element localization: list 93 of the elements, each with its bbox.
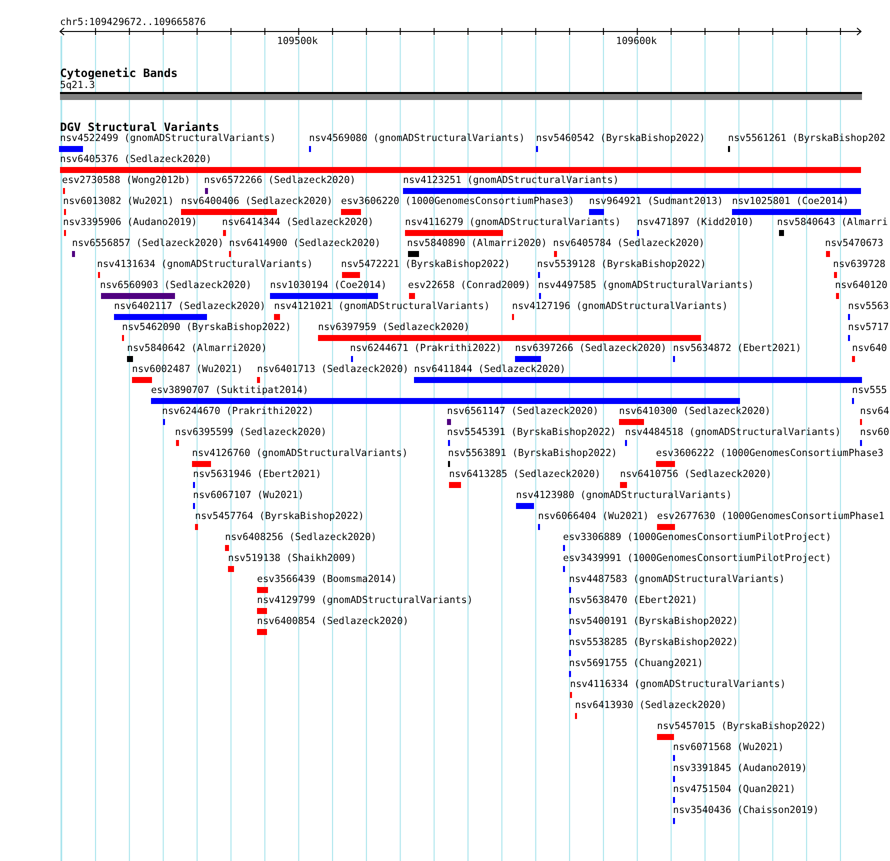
variant-label: esv2730588 (Wong2012b) <box>62 175 190 187</box>
variant-label: nsv6402117 (Sedlazeck2020) <box>114 301 266 313</box>
variant-label: nsv6414900 (Sedlazeck2020) <box>229 238 381 250</box>
variant-label: nsv6395599 (Sedlazeck2020) <box>175 427 327 439</box>
variant-label: nsv4123980 (gnomADStructuralVariants) <box>516 490 732 502</box>
variant-label: esv3606220 (1000GenomesConsortiumPhase3) <box>341 196 574 208</box>
variant-label: nsv6405376 (Sedlazeck2020) <box>60 154 212 166</box>
variant-label: nsv5400191 (ByrskaBishop2022) <box>569 616 738 628</box>
variant-label: nsv4487583 (gnomADStructuralVariants) <box>569 574 785 586</box>
variant-label: nsv5457015 (ByrskaBishop2022) <box>657 721 826 733</box>
variant-label: nsv3391845 (Audano2019) <box>673 763 808 775</box>
variant-label: nsv4127196 (gnomADStructuralVariants) <box>512 301 728 313</box>
variant-label: nsv6411844 (Sedlazeck2020) <box>414 364 566 376</box>
variant-label: nsv6002487 (Wu2021) <box>132 364 243 376</box>
variant-label: esv22658 (Conrad2009) <box>408 280 530 292</box>
variant-label: nsv4126760 (gnomADStructuralVariants) <box>192 448 408 460</box>
tick-label: 109500k <box>277 36 318 48</box>
variant-label: nsv5538285 (ByrskaBishop2022) <box>569 637 738 649</box>
variant-label: esv3606222 (1000GenomesConsortiumPhase3 <box>656 448 884 460</box>
variant-label: nsv6556857 (Sedlazeck2020) <box>72 238 224 250</box>
variant-label: nsv4116334 (gnomADStructuralVariants) <box>570 679 786 691</box>
variant-label: nsv4121021 (gnomADStructuralVariants) <box>274 301 490 313</box>
variant-label: nsv6067107 (Wu2021) <box>193 490 304 502</box>
variant-label: esv3306889 (1000GenomesConsortiumPilotProject) <box>563 532 832 544</box>
variant-label: nsv64 <box>860 406 890 418</box>
variant-label: nsv5460542 (ByrskaBishop2022) <box>536 133 706 145</box>
variant-label: nsv6400854 (Sedlazeck2020) <box>257 616 409 628</box>
band-label: 5q21.3 <box>60 80 95 92</box>
variant-label: nsv5545391 (ByrskaBishop2022) <box>447 427 616 439</box>
variant-label: nsv6397959 (Sedlazeck2020) <box>318 322 470 334</box>
variant-label: esv3439991 (1000GenomesConsortiumPilotProject) <box>563 553 832 565</box>
variant-label: esv2677630 (1000GenomesConsortiumPhase1 <box>657 511 884 523</box>
variant-label: nsv5840890 (Almarri2020) <box>407 238 547 250</box>
variant-label: nsv4484518 (gnomADStructuralVariants) <box>625 427 841 439</box>
variant-label: nsv5563 <box>848 301 889 313</box>
variant-label: nsv471897 (Kidd2010) <box>637 217 754 229</box>
variant-label: nsv6405784 (Sedlazeck2020) <box>553 238 705 250</box>
variant-label: nsv5634872 (Ebert2021) <box>673 343 802 355</box>
variant-label: nsv60 <box>860 427 890 439</box>
variant-label: nsv555 <box>852 385 887 397</box>
variant-label: nsv3395906 (Audano2019) <box>63 217 198 229</box>
variant-label: esv3890707 (Suktitipat2014) <box>151 385 308 397</box>
variant-label: nsv6410756 (Sedlazeck2020) <box>620 469 772 481</box>
variant-label: esv3566439 (Boomsma2014) <box>257 574 397 586</box>
variant-label: nsv639728 <box>833 259 886 271</box>
variant-label: nsv6071568 (Wu2021) <box>673 742 784 754</box>
variant-label: nsv4131634 (gnomADStructuralVariants) <box>97 259 313 271</box>
tick-label: 109600k <box>616 36 657 48</box>
variant-label: nsv5638470 (Ebert2021) <box>569 595 698 607</box>
variant-label: nsv5563891 (ByrskaBishop2022) <box>448 448 618 460</box>
variant-label: nsv6397266 (Sedlazeck2020) <box>515 343 667 355</box>
variant-label: nsv4751504 (Quan2021) <box>673 784 796 796</box>
variant-label: nsv6400406 (Sedlazeck2020) <box>181 196 333 208</box>
variant-label: nsv6414344 (Sedlazeck2020) <box>222 217 374 229</box>
variant-label: nsv5840642 (Almarri2020) <box>127 343 267 355</box>
variant-label: nsv6413285 (Sedlazeck2020) <box>449 469 601 481</box>
variant-label: nsv4129799 (gnomADStructuralVariants) <box>257 595 473 607</box>
variant-label: nsv4569080 (gnomADStructuralVariants) <box>309 133 525 145</box>
variant-label: nsv5717 <box>848 322 889 334</box>
track-title: DGV Structural Variants <box>60 121 220 134</box>
variant-label: nsv4116279 (gnomADStructuralVariants) <box>405 217 621 229</box>
variant-label: nsv6066404 (Wu2021) <box>538 511 649 523</box>
variant-label: nsv5561261 (ByrskaBishop202 <box>728 133 886 145</box>
variant-label: nsv5631946 (Ebert2021) <box>193 469 322 481</box>
variant-label: nsv6410300 (Sedlazeck2020) <box>619 406 771 418</box>
variant-label: nsv6401713 (Sedlazeck2020) <box>257 364 409 376</box>
variant-label: nsv1030194 (Coe2014) <box>270 280 387 292</box>
variant-label: nsv519138 (Shaikh2009) <box>228 553 356 565</box>
variant-label: nsv3540436 (Chaisson2019) <box>673 805 819 817</box>
variant-label: nsv640 <box>852 343 887 355</box>
variant-label: nsv5691755 (Chuang2021) <box>569 658 704 670</box>
variant-label: nsv6244670 (Prakrithi2022) <box>162 406 314 418</box>
variant-label: nsv5539128 (ByrskaBishop2022) <box>537 259 706 271</box>
variant-label: nsv1025801 (Coe2014) <box>732 196 849 208</box>
variant-label: nsv640120 <box>835 280 888 292</box>
variant-label: nsv6013082 (Wu2021) <box>63 196 174 208</box>
variant-label: nsv6560903 (Sedlazeck2020) <box>100 280 252 292</box>
variant-label: nsv5457764 (ByrskaBishop2022) <box>195 511 364 523</box>
variant-label: nsv964921 (Sudmant2013) <box>589 196 724 208</box>
variant-label: nsv6408256 (Sedlazeck2020) <box>225 532 377 544</box>
variant-label: nsv6244671 (Prakrithi2022) <box>350 343 502 355</box>
variant-label: nsv4497585 (gnomADStructuralVariants) <box>538 280 754 292</box>
location-label: chr5:109429672..109665876 <box>60 17 206 29</box>
variant-label: nsv5472221 (ByrskaBishop2022) <box>341 259 510 271</box>
variant-label: nsv6572266 (Sedlazeck2020) <box>204 175 356 187</box>
variant-label: nsv4123251 (gnomADStructuralVariants) <box>403 175 619 187</box>
variant-label: nsv4522499 (gnomADStructuralVariants) <box>60 133 276 145</box>
variant-label: nsv6413930 (Sedlazeck2020) <box>575 700 727 712</box>
variant-label: nsv6561147 (Sedlazeck2020) <box>447 406 599 418</box>
variant-label: nsv5840643 (Almarri <box>777 217 888 229</box>
variant-label: nsv5470673 <box>825 238 884 250</box>
variant-label: nsv5462090 (ByrskaBishop2022) <box>122 322 292 334</box>
track-title: Cytogenetic Bands <box>60 67 178 80</box>
